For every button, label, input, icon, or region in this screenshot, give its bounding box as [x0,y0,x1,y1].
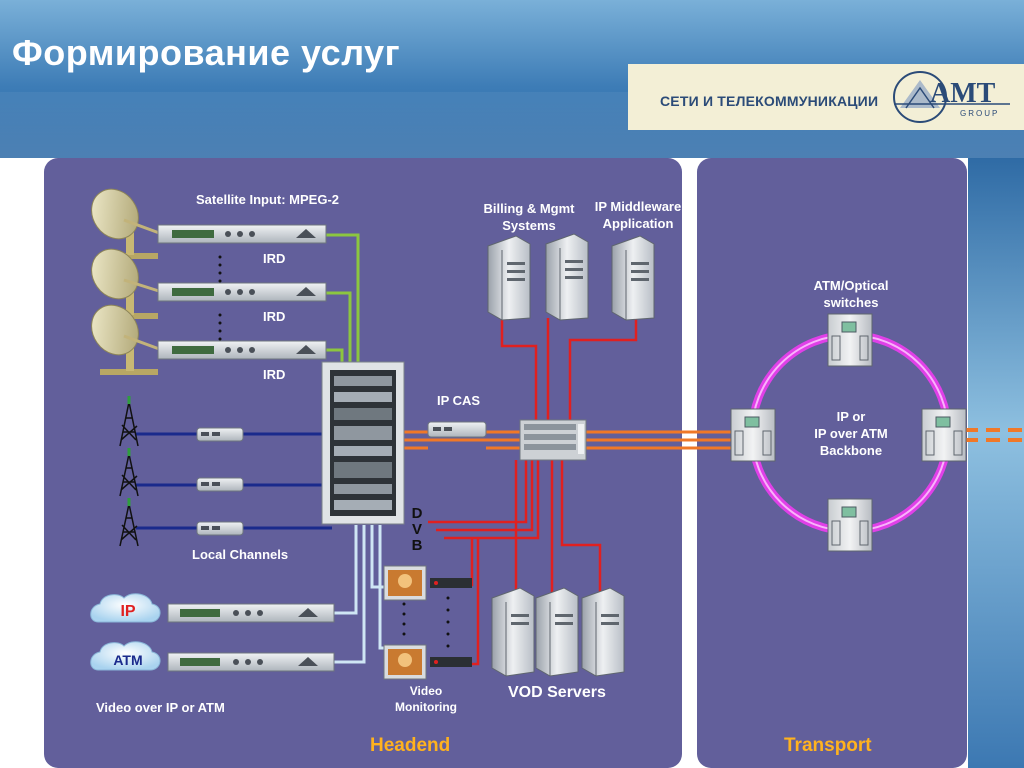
logo-subtext: GROUP [960,109,999,118]
headend-rack-icon [321,361,405,525]
brand-text: СЕТИ И ТЕЛЕКОММУНИКАЦИИ [660,93,879,109]
amt-logo: AMT GROUP [893,71,1010,123]
atm-cloud-label: ATM [113,652,143,668]
vod-server-icon [581,587,625,677]
ird-label: IRD [263,367,286,382]
vod-server-icon [535,587,579,677]
ird-receiver-icon [157,282,327,302]
video-monitoring-label: Video Monitoring [395,684,457,714]
right-background [968,158,1024,768]
ip-cas-box-icon [427,421,487,438]
antenna-tower-icon [119,498,139,547]
atm-switch-icon [827,498,873,552]
monitor-icon [383,565,472,601]
slide-header: Формирование услуг СЕТИ И ТЕЛЕКОММУНИКАЦ… [0,0,1024,158]
backbone-label: IP or IP over ATM Backbone [814,409,888,458]
ird-receiver-icon [157,340,327,360]
encoder-icon [167,603,335,623]
brand-bar: СЕТИ И ТЕЛЕКОММУНИКАЦИИ AMT GROUP [628,64,1024,130]
satellite-dish-icon [91,248,163,319]
antenna-tower-icon [119,448,139,497]
ip-cas-label: IP CAS [437,393,481,408]
core-switch-icon [519,419,587,461]
video-over-ip-label: Video over IP or ATM [96,700,225,715]
ip-cloud-icon [90,593,161,623]
ird-receiver-icon [157,224,327,244]
atm-switch-icon [827,313,873,367]
satellite-dish-icon [91,304,163,375]
ip-atm-links [334,525,384,664]
transport-panel [697,158,967,768]
billing-label: Billing & Mgmt Systems [483,201,575,233]
atm-switch-icon [921,408,967,462]
modulator-icon [196,427,244,442]
vod-servers-label: VOD Servers [508,684,606,701]
satellite-dish-icon [91,188,163,259]
server-tower-icon [487,235,531,321]
logo-text: AMT [930,78,996,109]
satellite-links [326,233,360,365]
satellite-input-label: Satellite Input: MPEG-2 [196,192,340,207]
middleware-label: IP Middleware Application [594,199,682,231]
modulator-icon [196,477,244,492]
server-tower-icon [611,235,655,321]
red-server-links [428,312,638,666]
atm-switch-icon [730,408,776,462]
antenna-tower-icon [119,396,139,447]
ip-cloud-label: IP [120,603,136,620]
slide-title: Формирование услуг [12,32,401,73]
transport-section-label: Transport [784,735,872,756]
ird-label: IRD [263,251,286,266]
dvb-label: D V B [411,505,423,554]
encoder-icon [167,652,335,672]
vod-server-icon [491,587,535,677]
ellipsis-dots [218,255,450,648]
modulator-icon [196,521,244,536]
monitor-icon [383,644,472,680]
headend-section-label: Headend [370,735,451,756]
atm-cloud-icon [90,641,161,671]
local-channels-label: Local Channels [192,547,289,562]
server-tower-icon [545,233,589,321]
switches-label: ATM/Optical switches [813,278,889,310]
ird-label: IRD [263,309,286,324]
